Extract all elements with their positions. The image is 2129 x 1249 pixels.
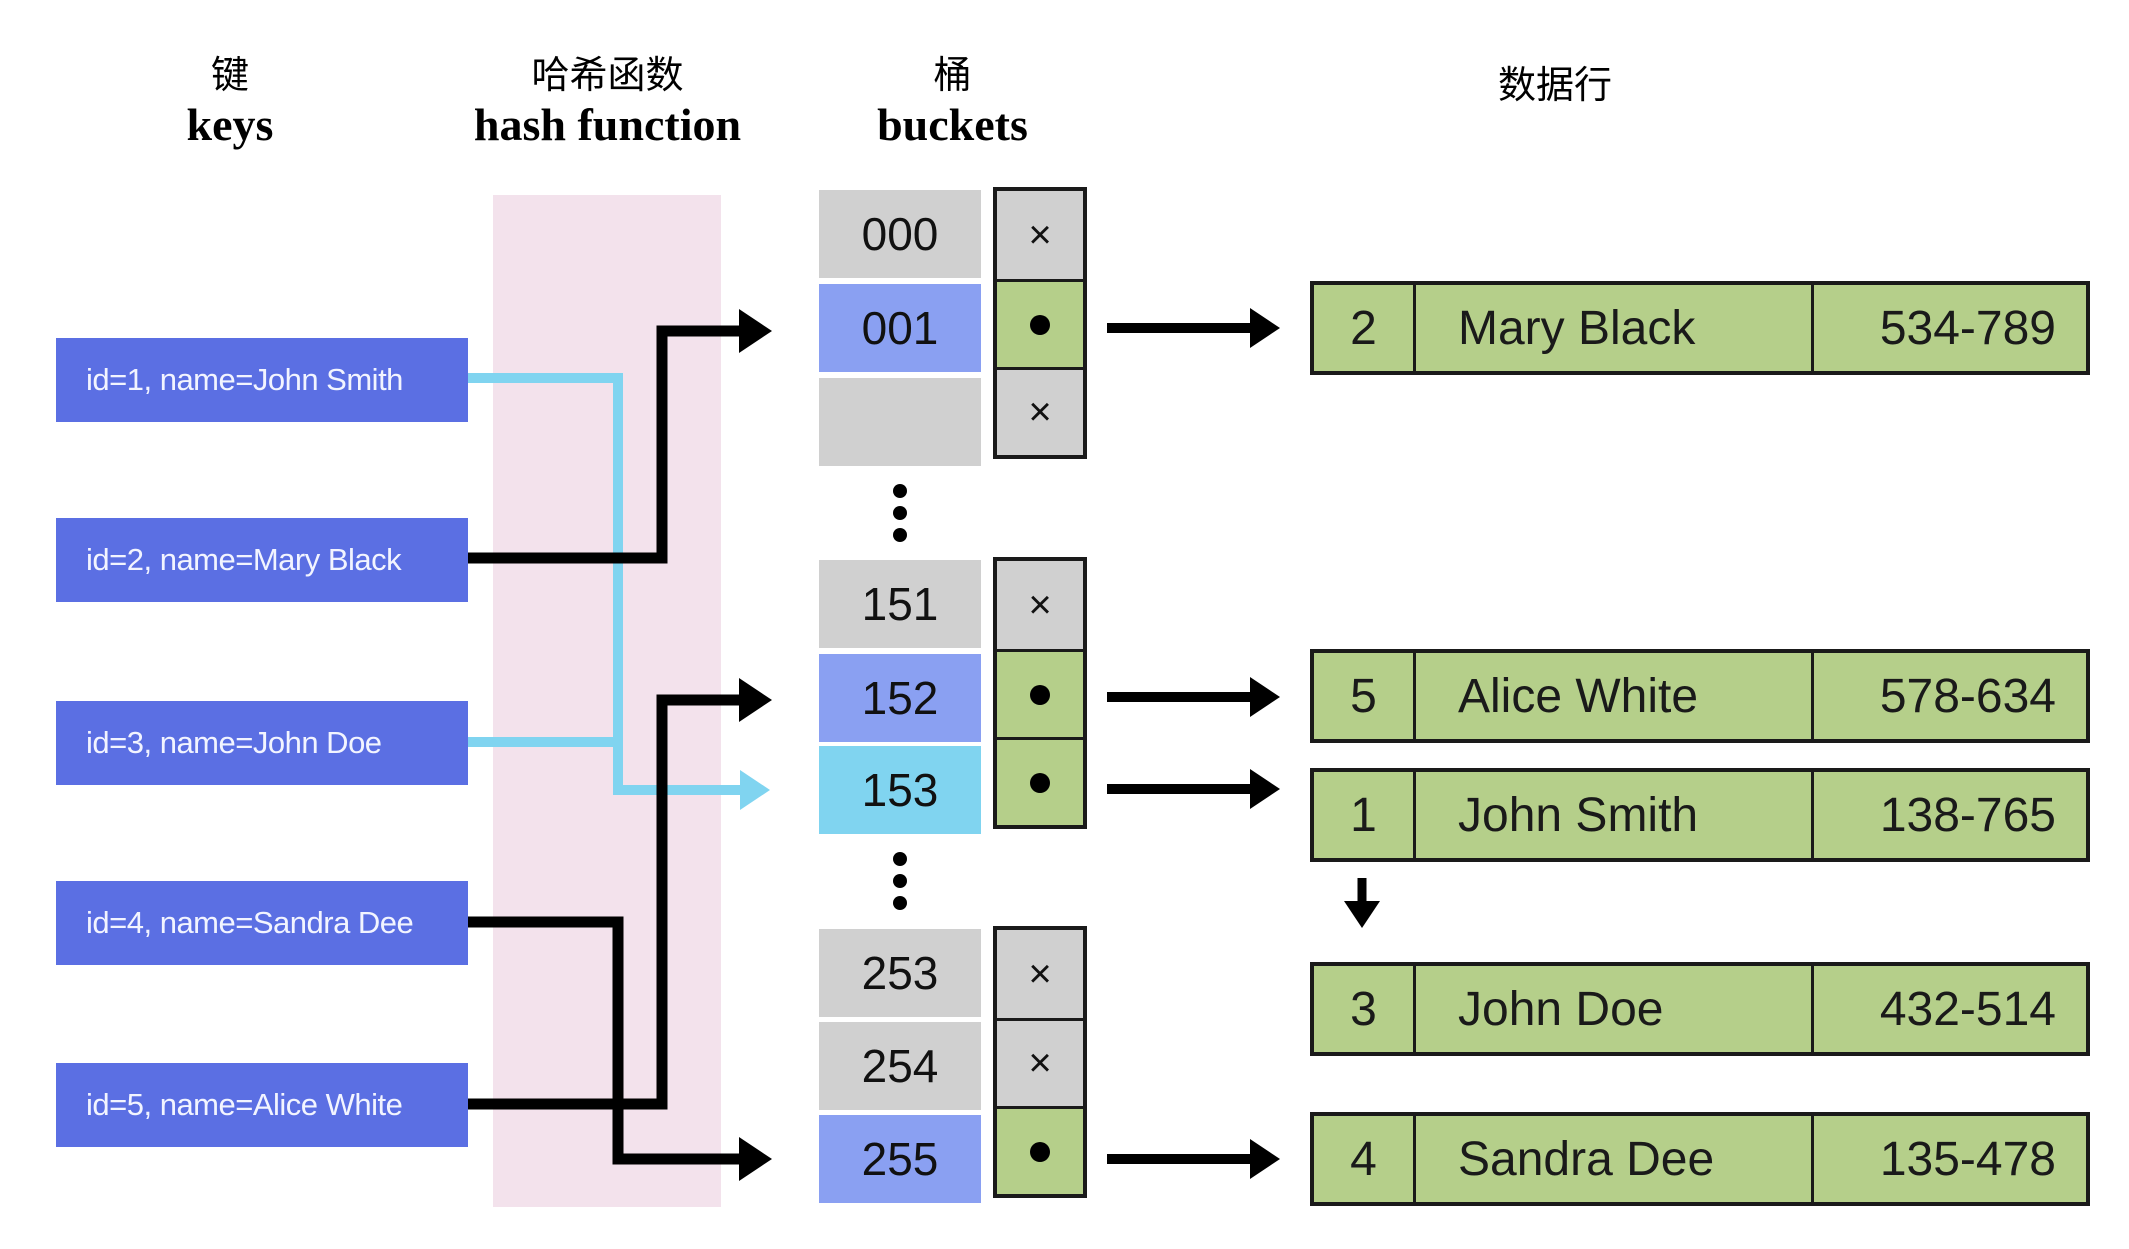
hash-header-cn: 哈希函数 xyxy=(531,53,684,97)
row-phone: 432-514 xyxy=(1879,982,2056,1036)
pointer-dot-icon xyxy=(997,279,1083,367)
bucket-label: 000 xyxy=(819,190,981,278)
row-name: John Doe xyxy=(1416,966,1814,1052)
pointer-dot-icon xyxy=(997,1106,1083,1194)
bucket-label: 254 xyxy=(819,1022,981,1110)
bucket-label: 001 xyxy=(819,284,981,372)
bucket-label: 253 xyxy=(819,929,981,1017)
key-box: id=1, name=John Smith xyxy=(56,338,468,422)
row-phone: 578-634 xyxy=(1879,669,2056,723)
row-id: 1 xyxy=(1314,772,1416,858)
row-id: 4 xyxy=(1314,1116,1416,1202)
keys-header: 键 keys xyxy=(130,52,330,152)
hash-line-key4 xyxy=(468,916,772,1181)
bucket-pointer-column: × × xyxy=(993,926,1087,1198)
data-row: 3 John Doe 432-514 xyxy=(1310,962,2090,1056)
hash-line-key5 xyxy=(468,678,772,1110)
key-box: id=3, name=John Doe xyxy=(56,701,468,785)
buckets-header-cn: 桶 xyxy=(933,53,972,97)
buckets-header: 桶 buckets xyxy=(850,52,1055,152)
row-name: Mary Black xyxy=(1416,285,1814,371)
ellipsis-icon xyxy=(893,852,907,918)
null-pointer-icon: × xyxy=(997,367,1083,455)
null-pointer-icon: × xyxy=(997,561,1083,649)
pointer-dot-icon xyxy=(997,737,1083,825)
row-id: 5 xyxy=(1314,653,1416,739)
null-pointer-icon: × xyxy=(997,930,1083,1018)
key-box: id=2, name=Mary Black xyxy=(56,518,468,602)
bucket-pointer-column: × × xyxy=(993,187,1087,459)
null-pointer-icon: × xyxy=(997,191,1083,279)
buckets-header-en: buckets xyxy=(877,99,1028,150)
row-name: Alice White xyxy=(1416,653,1814,739)
bucket-pointer-column: × xyxy=(993,557,1087,829)
row-phone: 534-789 xyxy=(1879,301,2056,355)
rows-header: 数据行 xyxy=(1455,62,1655,108)
row-phone: 135-478 xyxy=(1879,1132,2056,1186)
keys-header-cn: 键 xyxy=(210,53,249,97)
hash-header-en: hash function xyxy=(473,99,742,150)
row-name: John Smith xyxy=(1416,772,1814,858)
key-box: id=4, name=Sandra Dee xyxy=(56,881,468,965)
ellipsis-icon xyxy=(893,484,907,550)
null-pointer-icon: × xyxy=(997,1018,1083,1106)
data-row: 5 Alice White 578-634 xyxy=(1310,649,2090,743)
hash-function-header: 哈希函数 hash function xyxy=(430,52,785,152)
keys-header-en: keys xyxy=(186,99,274,150)
bucket-label: 153 xyxy=(819,746,981,834)
bucket-label: 152 xyxy=(819,654,981,742)
data-row: 4 Sandra Dee 135-478 xyxy=(1310,1112,2090,1206)
bucket-label xyxy=(819,378,981,466)
bucket-label: 151 xyxy=(819,560,981,648)
hash-line-key2 xyxy=(468,309,772,564)
key-box: id=5, name=Alice White xyxy=(56,1063,468,1147)
row-name: Sandra Dee xyxy=(1416,1116,1814,1202)
row-phone: 138-765 xyxy=(1879,788,2056,842)
hash-line-key1 xyxy=(468,373,770,810)
pointer-dot-icon xyxy=(997,649,1083,737)
data-row: 2 Mary Black 534-789 xyxy=(1310,281,2090,375)
rows-header-cn: 数据行 xyxy=(1497,63,1612,107)
row-id: 3 xyxy=(1314,966,1416,1052)
data-row: 1 John Smith 138-765 xyxy=(1310,768,2090,862)
bucket-label: 255 xyxy=(819,1115,981,1203)
row-id: 2 xyxy=(1314,285,1416,371)
